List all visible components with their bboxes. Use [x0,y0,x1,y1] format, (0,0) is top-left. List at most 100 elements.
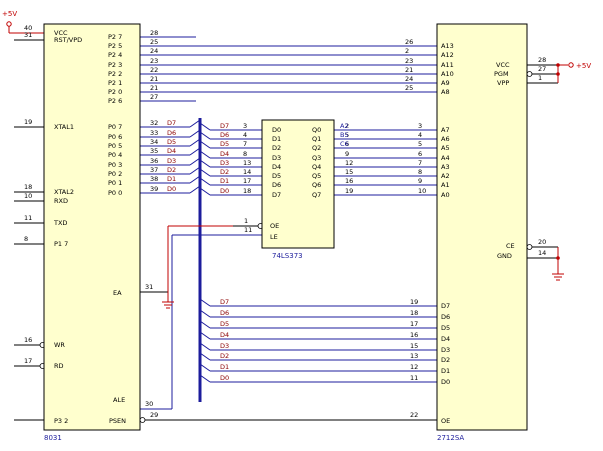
pin-label: OE [441,417,450,425]
pin-label: D6 [272,181,281,189]
pin-number: 19 [24,118,32,126]
inversion-bubble [139,417,146,423]
bus-entry [199,352,211,361]
pin-label: D3 [272,154,281,162]
chip-8031-body [43,23,141,431]
pin-number: 21 [150,75,158,83]
pin-number: 40 [24,24,32,32]
bus-entry [189,157,201,166]
pin-number: 4 [243,131,247,139]
bus-label: D3 [220,159,229,167]
pin-label: D0 [272,126,281,134]
pin-number: 24 [405,75,413,83]
pin-label: D1 [272,135,281,143]
pin-number: 2 [345,122,349,130]
pin-number: 11 [24,214,32,222]
bus-label: D6 [220,131,229,139]
pin-number: 1 [244,217,248,225]
pin-number: 22 [150,66,158,74]
bus-entry [199,320,211,329]
pin-label: CE [506,242,515,250]
pin-label: Q0 [312,126,321,134]
pin-number: 39 [150,185,158,193]
bus-label: D0 [220,374,229,382]
pin-label: P0 2 [108,170,122,178]
pin-label: P2 5 [108,42,122,50]
pin-number: 32 [150,119,158,127]
pin-label: P1 7 [54,240,68,248]
vcc-terminal [6,21,12,27]
pin-label: P0 3 [108,161,122,169]
pin-label: P2 6 [108,97,122,105]
pin-number: 31 [24,31,32,39]
pin-number: 3 [243,122,247,130]
pin-label: D5 [272,172,281,180]
pin-label: P0 0 [108,189,122,197]
bus-label: D6 [220,309,229,317]
pin-number: 6 [345,140,349,148]
junction-dot [556,256,560,260]
bus-entry [199,122,211,131]
bus-entry [199,331,211,340]
bus-entry [199,159,211,168]
pin-label: Q4 [312,163,321,171]
pin-number: 10 [418,187,426,195]
pin-label: LE [270,233,278,241]
pin-number: 18 [24,183,32,191]
pin-label: GND [497,252,512,260]
pin-number: 23 [150,57,158,65]
pin-label: A3 [441,163,450,171]
inversion-bubble [526,244,533,250]
pin-label: WR [54,341,65,349]
pin-label: A13 [441,42,454,50]
pin-label: A4 [441,154,450,162]
pin-number: 18 [410,309,418,317]
pin-number: 27 [538,65,546,73]
bus-entry [199,140,211,149]
pin-label: A1 [441,181,450,189]
pin-label: D2 [441,356,450,364]
wires [6,21,574,423]
address-label: C6 [340,140,349,148]
pin-number: 7 [243,140,247,148]
bus-label: D4 [220,150,229,158]
pin-number: 17 [24,357,32,365]
bus-label: D2 [220,168,229,176]
pin-number: 17 [243,177,251,185]
pin-label: Q5 [312,172,321,180]
pin-number: 34 [150,138,158,146]
pin-label: P0 6 [108,133,122,141]
bus-label: D2 [220,352,229,360]
pin-number: 8 [243,150,247,158]
pin-number: 4 [418,131,422,139]
bus-entry [189,119,201,128]
pin-label: RST/VPD [54,36,82,44]
pin-label: A12 [441,51,454,59]
pin-number: 5 [345,131,349,139]
bus-label: D1 [167,175,176,183]
pin-number: 25 [405,84,413,92]
pin-number: 10 [24,192,32,200]
latch-74ls373-body [261,119,335,249]
pin-number: 28 [150,29,158,37]
pin-label: A7 [441,126,450,134]
pin-label: D1 [441,367,450,375]
pin-number: 22 [410,411,418,419]
pin-number: 8 [24,235,28,243]
labels: +5V40VCC31RST/VPD19XTAL118XTAL210RXD11TX… [2,10,591,442]
bus-label: D4 [220,331,229,339]
pin-label: ALE [113,396,125,404]
bus-entry [189,185,201,194]
pin-number: 17 [410,320,418,328]
pin-label: TXD [53,219,67,227]
chip-name-8031: 8031 [44,434,62,442]
bus-entry [199,168,211,177]
pin-number: 38 [150,175,158,183]
pin-label: Q3 [312,154,321,162]
pin-label: Q1 [312,135,321,143]
pin-label: RXD [54,197,68,205]
pin-number: 18 [243,187,251,195]
pin-number: 35 [150,147,158,155]
bus-entry [189,175,201,184]
vcc-label: +5V [2,10,17,18]
